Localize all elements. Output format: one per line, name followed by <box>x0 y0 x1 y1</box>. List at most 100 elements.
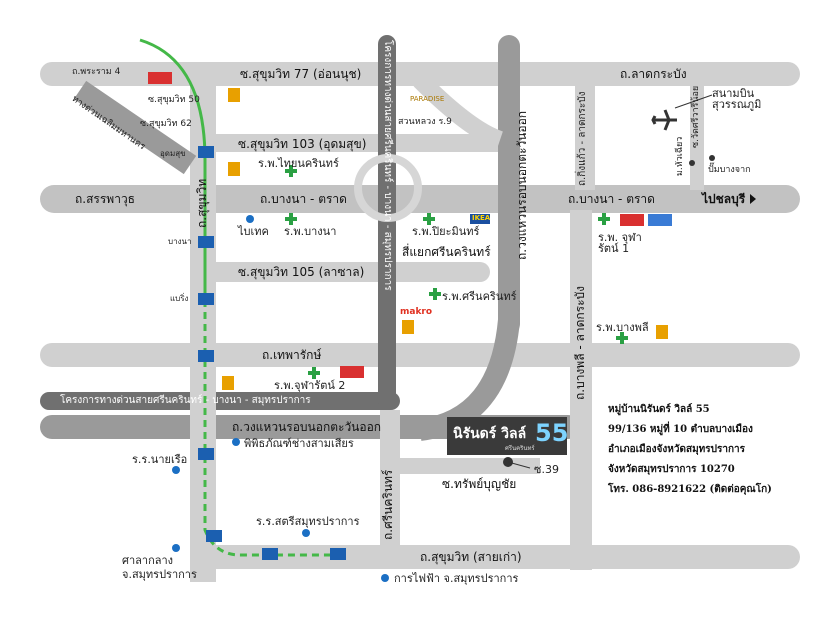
ikea-icon <box>470 214 490 224</box>
label-hosp-chularat2: ร.พ.จุฬารัตน์ 2 <box>274 379 346 392</box>
label-bangphli: ถ.บางพลี - ลาดกระบัง <box>573 285 587 400</box>
road-sukhumvit-old <box>200 545 800 569</box>
hospital-icon <box>308 367 320 379</box>
label-srinakarin: ถ.ศรีนครินทร์ <box>381 469 395 540</box>
label-school-satri: ร.ร.สตรีสมุทรปราการ <box>256 515 360 528</box>
label-sanphawut: ถ.สรรพาวุธ <box>75 192 136 206</box>
label-hua-takhe: ม.หัวเฉียว <box>675 136 685 176</box>
bts-stations <box>198 146 346 560</box>
poi-dot-icon <box>381 574 389 582</box>
poi-dot-icon <box>709 155 715 161</box>
address-line: หมู่บ้านนิรันดร์ วิลล์ 55 <box>608 404 710 415</box>
bigc-icon <box>228 162 240 176</box>
label-suan-luang: สวนหลวง ร.9 <box>398 117 452 127</box>
label-bearing: แบริ่ง <box>170 294 189 303</box>
label-hosp-bangphli: ร.พ.บางพลี <box>596 321 649 334</box>
label-kingkaew: ถ.กิ่งแก้ว - ลาดกระบัง <box>577 91 588 186</box>
label-bangna-trad-right: ถ.บางนา - ตราด <box>568 192 655 206</box>
hospital-icon <box>285 213 297 225</box>
bts-station-icon <box>198 146 214 158</box>
label-expressway-v: โครงการทางด่วนสายศรีนครินทร์ - บางนา - ส… <box>382 40 393 291</box>
road-srinakarin <box>380 410 400 555</box>
label-latkrabang: ถ.ลาดกระบัง <box>620 67 687 81</box>
store-markers <box>148 72 672 390</box>
label-ring-road-v: ถ.วงแหวนรอบนอกตะวันออก <box>515 110 529 260</box>
tesco-lotus-icon <box>340 366 364 378</box>
label-soi-wat: ซ.วัดศรีวารีน้อย <box>691 85 701 148</box>
tesco-lotus-icon <box>148 72 172 84</box>
hospital-icon <box>598 213 610 225</box>
label-suvarnabhumi: สนามบิน สุวรรณภูมิ <box>712 87 762 111</box>
label-sukhumvit77: ซ.สุขุมวิท 77 (อ่อนนุช) <box>240 67 362 81</box>
road-expressway-v <box>378 35 396 410</box>
label-bangna-bts: บางนา <box>168 237 192 246</box>
address-line: โทร. 086-8921622 (ติดต่อคุณโก) <box>608 484 772 495</box>
homepro-icon <box>648 214 672 226</box>
label-bangna-trad: ถ.บางนา - ตราด <box>260 192 347 206</box>
road-sukhumvit103 <box>200 134 520 152</box>
label-bangchak: ปั๊มบางจาก <box>708 165 751 175</box>
bts-line-extension <box>203 300 340 557</box>
poi-dot-icon <box>232 438 240 446</box>
label-hosp-srinakarin: ร.พ.ศรีนครินทร์ <box>442 290 517 303</box>
hospital-icon <box>616 332 628 344</box>
road-kingkaew <box>575 70 595 190</box>
label-hosp-piyamin: ร.พ.ปิยะมินทร์ <box>412 225 480 238</box>
poi-dot-icon <box>246 215 254 223</box>
address-line: จังหวัดสมุทรปราการ 10270 <box>608 464 735 475</box>
bts-station-icon <box>198 350 214 362</box>
address-block: หมู่บ้านนิรันดร์ วิลล์ 55 99/136 หมู่ที่… <box>608 400 772 500</box>
road-ring-curve <box>418 318 520 441</box>
road-expressway-h <box>40 392 400 410</box>
label-to-chonburi: ไปชลบุรี <box>702 192 746 206</box>
label-paradise: PARADISE <box>410 95 445 103</box>
project-brand-box: นิรันดร์ วิลล์ 55 ศรีนครินทร์ <box>447 417 569 455</box>
bigc-icon <box>656 325 668 339</box>
label-sukhumvit50: ซ.สุขุมวิท 50 <box>148 95 200 105</box>
label-sukhumvit62: ซ.สุขุมวิท 62 <box>140 119 192 129</box>
bts-station-icon <box>198 448 214 460</box>
label-school-nairue: ร.ร.นายเรือ <box>132 453 188 466</box>
project-number: 55 <box>535 419 569 447</box>
soi39-pointer <box>507 461 531 469</box>
label-soi-sapsamboon: ซ.ทรัพย์บุญชัย <box>442 477 517 491</box>
label-expressway-h: โครงการทางด่วนสายศรีนครินทร์ - บางนา - ส… <box>60 395 311 406</box>
label-sukhumvit: ถ.สุขุมวิท <box>195 178 209 228</box>
road-soi-sapsamboon <box>380 458 540 474</box>
bigc-icon <box>222 376 234 390</box>
bigc-icon <box>402 320 414 334</box>
interchange-circle <box>354 154 422 222</box>
label-srinakarin-junction: สี่แยกศรีนครินทร์ <box>402 245 491 259</box>
label-sukhumvit103: ซ.สุขุมวิท 103 (อุดมสุข) <box>238 137 367 151</box>
bts-station-icon <box>330 548 346 560</box>
label-udomsuk: อุดมสุข <box>160 149 186 158</box>
road-thepharak <box>40 343 800 367</box>
poi-dot-icon <box>302 529 310 537</box>
poi-dot-icon <box>689 160 695 166</box>
road-bangphli <box>570 210 592 570</box>
bts-station-icon <box>206 530 222 542</box>
label-hosp-thainakarin: ร.พ.ไทยนครินทร์ <box>258 157 339 170</box>
hospital-icon <box>429 288 441 300</box>
chonburi-arrow-icon <box>750 194 756 204</box>
project-sub: ศรีนครินทร์ <box>505 445 535 452</box>
label-hosp-chularat1: ร.พ. จุฬารัตน์ 1 <box>598 231 642 255</box>
airport-pointer <box>674 94 713 109</box>
label-hosp-bangna: ร.พ.บางนา <box>284 225 337 238</box>
label-sukhumvit105: ซ.สุขุมวิท 105 (ลาซาล) <box>238 265 365 279</box>
label-rama4: ถ.พระราม 4 <box>72 67 121 77</box>
bts-station-icon <box>198 236 214 248</box>
hospital-icon <box>423 213 435 225</box>
road-diag-suanluang <box>413 73 504 149</box>
hospital-icon <box>285 165 297 177</box>
label-biotech: ไบเทค <box>238 225 269 238</box>
address-line: อำเภอเมืองจังหวัดสมุทรปราการ <box>608 444 746 455</box>
label-museum: พิพิธภัณฑ์ช่างสามเสียร <box>244 437 354 450</box>
road-sukhumvit105 <box>190 262 490 282</box>
plane-icon <box>651 109 677 131</box>
label-ikea: IKEA <box>472 214 491 222</box>
bts-station-icon <box>198 293 214 305</box>
tesco-lotus-icon <box>620 214 644 226</box>
